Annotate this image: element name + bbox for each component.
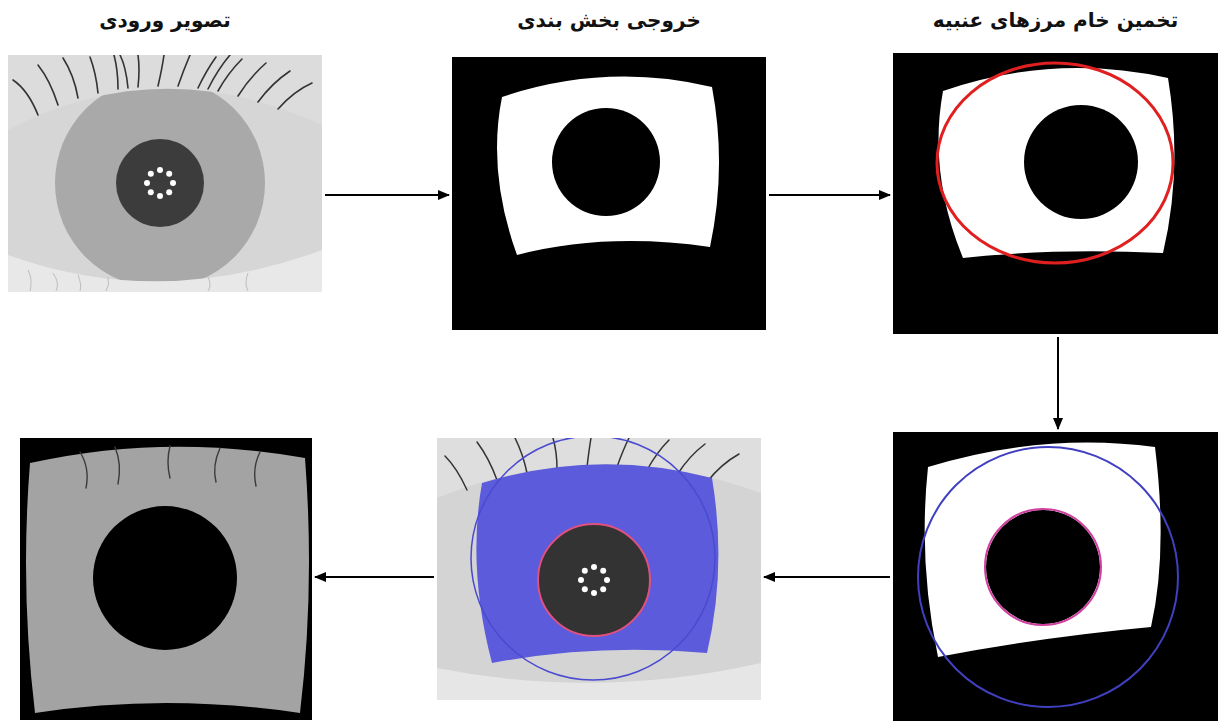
panel-title: خروجی بخش بندی: [452, 6, 766, 34]
image-panel: تصویر ورودی: [8, 2, 322, 292]
eye-image: [8, 55, 322, 292]
flow-arrow: [325, 194, 449, 196]
flow-arrow: [769, 194, 890, 196]
segmentation-mask: [452, 57, 766, 330]
boundary-estimate: [893, 53, 1218, 334]
panel-title: تخمین خام مرزهای عنبیه: [893, 6, 1218, 34]
fitted-circles: [893, 432, 1218, 721]
iris-extract: [20, 438, 312, 720]
flow-arrow: [764, 576, 890, 578]
image-panel: [437, 438, 761, 700]
overlay-image: [437, 438, 761, 700]
image-panel: [893, 432, 1218, 721]
panel-title: تصویر ورودی: [8, 6, 322, 34]
image-panel: [20, 438, 312, 720]
flow-arrow: [315, 576, 434, 578]
image-panel: تخمین خام مرزهای عنبیه: [893, 2, 1218, 334]
flow-arrow: [1057, 337, 1059, 429]
image-panel: خروجی بخش بندی: [452, 2, 766, 332]
